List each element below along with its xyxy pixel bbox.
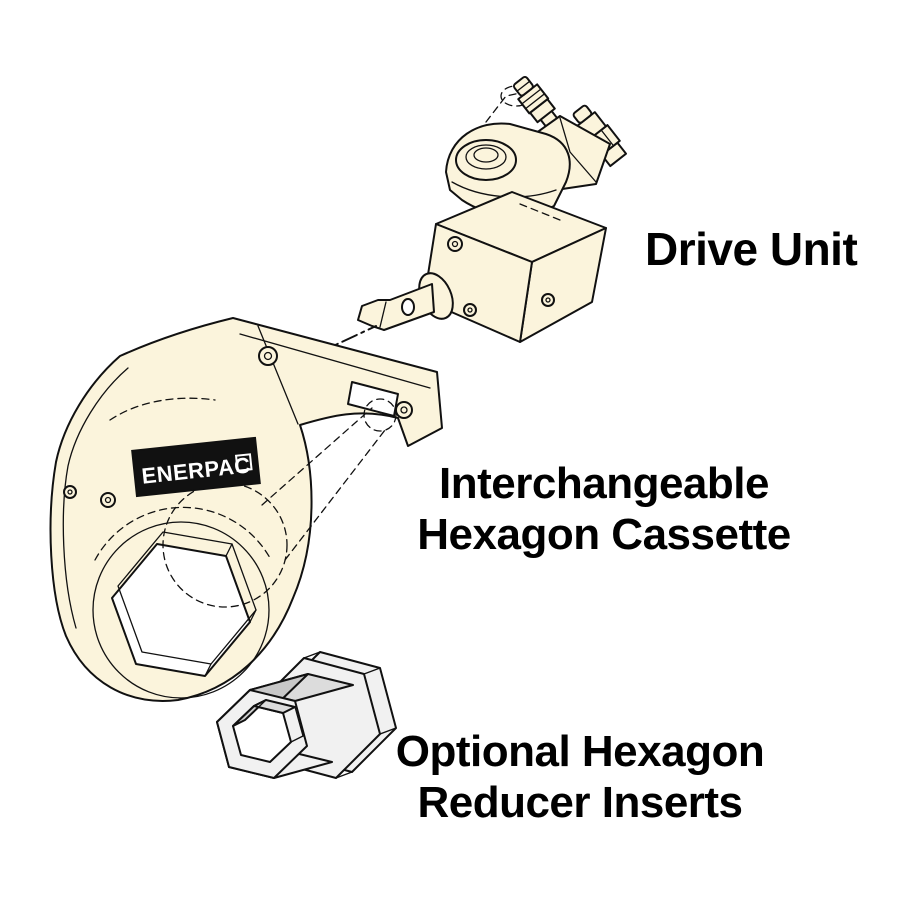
drive-release-button	[455, 139, 517, 181]
drive-body-screw	[447, 236, 463, 252]
cassette-hex-opening	[117, 531, 257, 677]
enerpac-logo: ENERPAC	[131, 436, 261, 498]
label-cassette-line1: Interchangeable	[439, 459, 769, 508]
label-inserts-line2: Reducer Inserts	[417, 778, 743, 828]
cassette-side-edge	[62, 367, 129, 629]
cassette-body-plate	[49, 317, 443, 702]
drive-body	[423, 191, 607, 343]
cassette-hidden-mechanism	[109, 397, 397, 608]
drive-body-screw	[541, 293, 555, 307]
drive-coupler-male	[512, 76, 571, 143]
drive-unit-drawing	[315, 76, 628, 355]
label-inserts-line1: Optional Hexagon	[395, 727, 765, 776]
reducer-insert-drawing	[216, 651, 397, 779]
drive-body-screw	[463, 303, 477, 317]
enerpac-logo-mark	[234, 453, 253, 472]
cassette-chamfer-circle	[92, 521, 270, 699]
label-reducer-inserts: Optional Hexagon Reducer Inserts	[366, 726, 794, 828]
hexagon-cassette-drawing: ENERPAC	[49, 317, 443, 702]
cassette-screws	[63, 346, 413, 508]
label-cassette-line2: Hexagon Cassette	[417, 510, 791, 560]
drive-swivel-head	[445, 122, 571, 217]
insert-hex-bore	[232, 699, 304, 763]
cassette-arm-joint	[257, 325, 299, 425]
label-drive-unit: Drive Unit	[645, 223, 858, 275]
cassette-arm-line	[239, 333, 431, 389]
cassette-dashed-arc	[94, 506, 271, 561]
drive-square-shaft	[357, 272, 454, 331]
cassette-drive-slot	[347, 381, 399, 417]
label-hexagon-cassette: Interchangeable Hexagon Cassette	[386, 458, 822, 560]
